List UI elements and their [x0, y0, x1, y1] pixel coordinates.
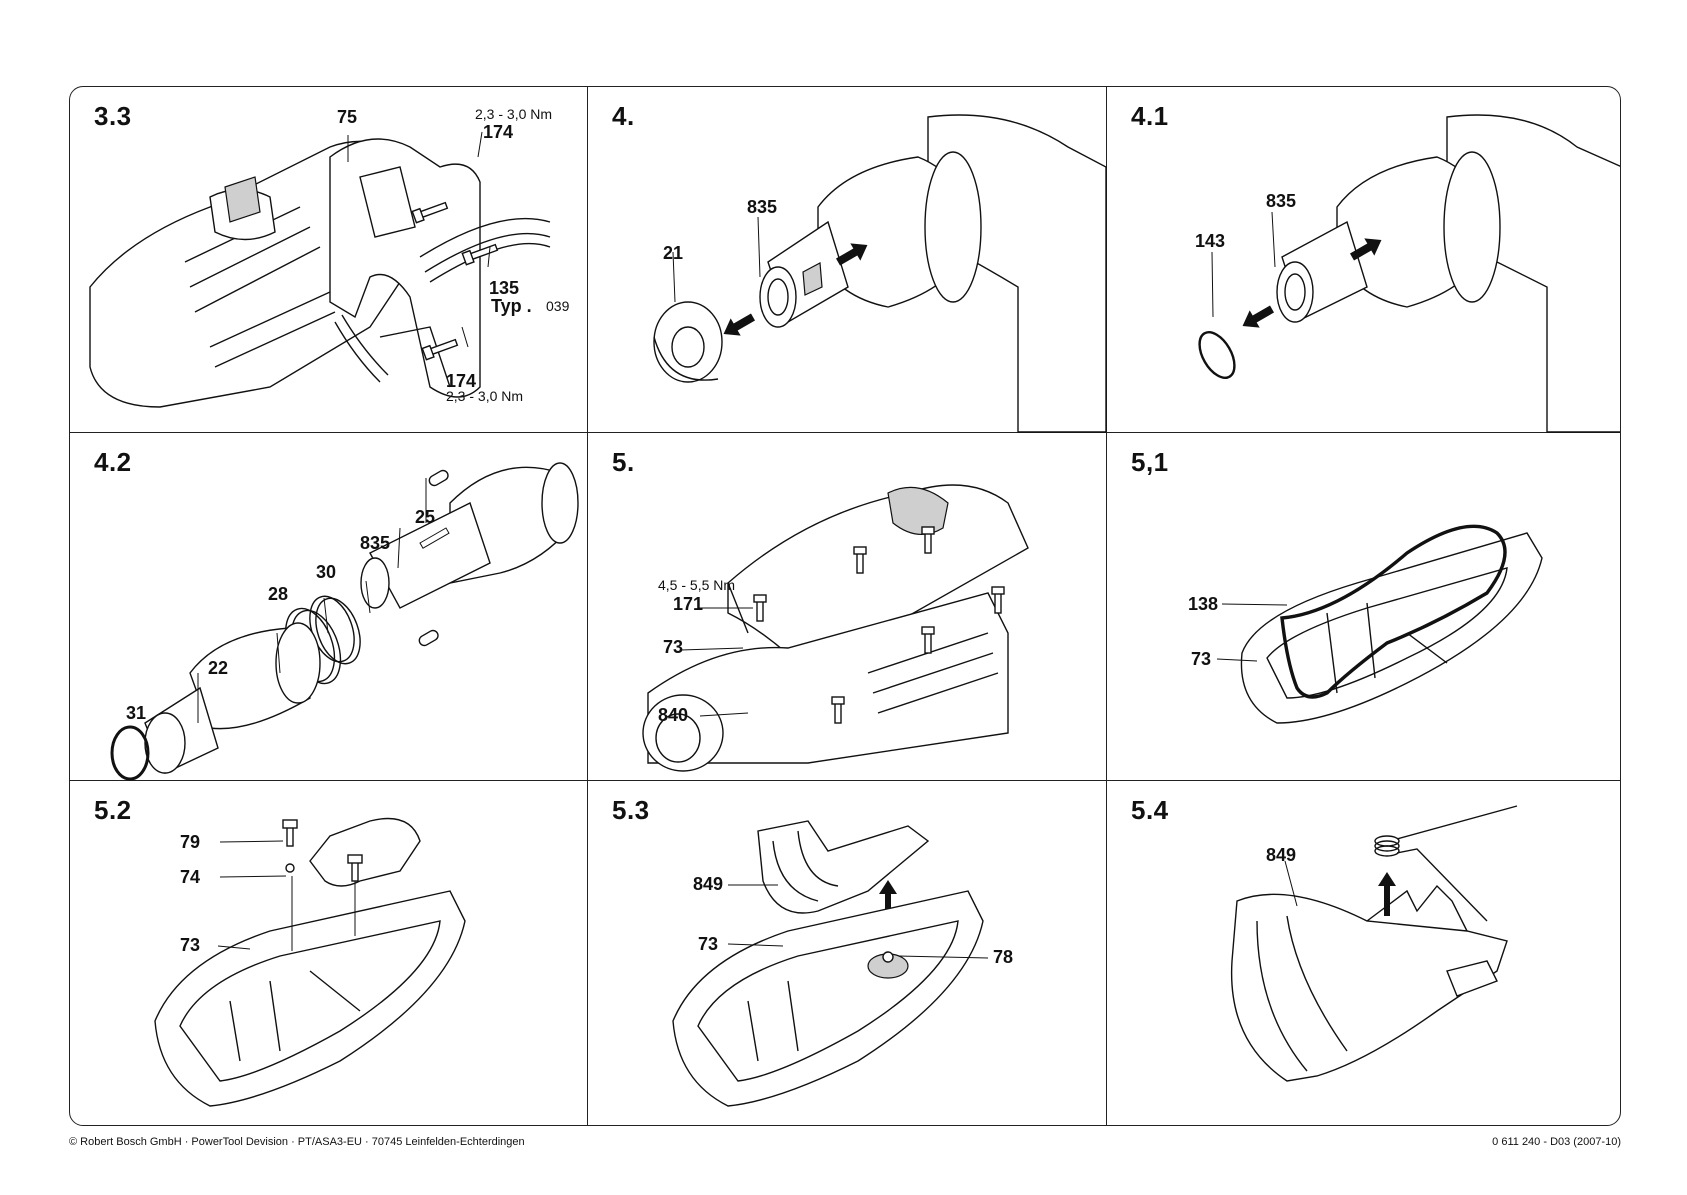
callout-73: 73	[180, 936, 200, 954]
callout-835: 835	[360, 534, 390, 552]
callout-73: 73	[698, 935, 718, 953]
panel-4-1: 4.1 835 143	[1107, 87, 1621, 432]
document-number: 0 611 240 - D03 (2007-10)	[1492, 1136, 1621, 1148]
callout-849: 849	[1266, 846, 1296, 864]
panel-4-2: 4.2 25 835 30 28 22 31	[70, 433, 587, 780]
panel-4: 4. 835 21	[588, 87, 1106, 432]
callout-28: 28	[268, 585, 288, 603]
callout-25: 25	[415, 508, 435, 526]
arrow-icon	[1378, 872, 1396, 916]
panel-5: 5. 4,5 - 5,5 Nm 171 73 840	[588, 433, 1106, 780]
spring-icon	[1375, 806, 1517, 921]
callout-78: 78	[993, 948, 1013, 966]
screw-icon	[283, 820, 297, 846]
callout-31: 31	[126, 704, 146, 722]
callout-73: 73	[663, 638, 683, 656]
copyright-footer: © Robert Bosch GmbH · PowerTool Devision…	[69, 1136, 525, 1148]
callout-171: 171	[673, 595, 703, 613]
panel-5-3: 5.3 849 73 78	[588, 781, 1106, 1126]
callout-74: 74	[180, 868, 200, 886]
type-label: Typ .	[491, 297, 532, 315]
callout-135: 135	[489, 279, 519, 297]
gasket-drawing	[1107, 433, 1621, 780]
callout-849: 849	[693, 875, 723, 893]
callout-21: 21	[663, 244, 683, 262]
torque-spec: 2,3 - 3,0 Nm	[446, 389, 523, 403]
arrow-icon	[719, 308, 758, 342]
callout-79: 79	[180, 833, 200, 851]
callout-840: 840	[658, 706, 688, 724]
cradle-removal-drawing	[588, 781, 1106, 1126]
callout-75: 75	[337, 108, 357, 126]
bracket-removal-drawing	[70, 781, 587, 1126]
arrow-icon	[1238, 300, 1277, 334]
panel-5-2: 5.2 79 74 73	[70, 781, 587, 1126]
callout-174: 174	[483, 123, 513, 141]
torque-spec: 2,3 - 3,0 Nm	[475, 107, 552, 121]
callout-835: 835	[1266, 192, 1296, 210]
ring-removal-drawing	[1107, 87, 1621, 432]
assembly-sheet: 3.3 75 2,3 - 3,0 Nm 174 135 Typ . 039 17…	[69, 86, 1621, 1126]
callout-73: 73	[1191, 650, 1211, 668]
cover-removal-drawing	[588, 433, 1106, 780]
callout-835: 835	[747, 198, 777, 216]
type-value: 039	[546, 299, 569, 313]
panel-5-1: 5,1 138 73	[1107, 433, 1621, 780]
callout-30: 30	[316, 563, 336, 581]
panel-5-4: 5.4 849	[1107, 781, 1621, 1126]
callout-138: 138	[1188, 595, 1218, 613]
panel-3-3: 3.3 75 2,3 - 3,0 Nm 174 135 Typ . 039 17…	[70, 87, 587, 432]
exploded-chuck-drawing	[70, 433, 587, 780]
spring-removal-drawing	[1107, 781, 1621, 1126]
torque-spec: 4,5 - 5,5 Nm	[658, 578, 735, 592]
callout-22: 22	[208, 659, 228, 677]
callout-143: 143	[1195, 232, 1225, 250]
o-ring-icon	[1192, 326, 1241, 383]
